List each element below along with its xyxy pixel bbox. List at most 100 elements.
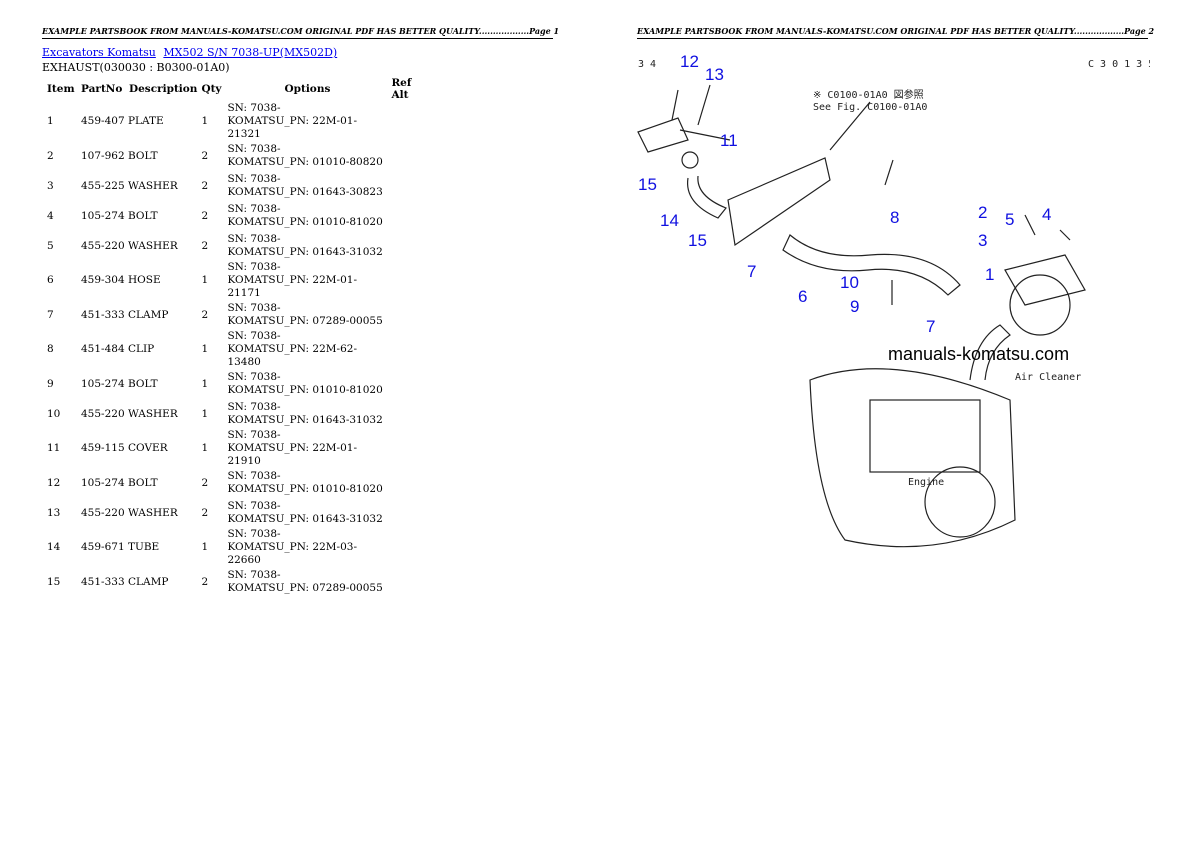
ref-alt bbox=[389, 231, 433, 261]
see-fig-jp: ※ C0100-01A0 図参照 bbox=[813, 88, 924, 101]
breadcrumb: Excavators Komatsu MX502 S/N 7038-UP(MX5… bbox=[42, 46, 341, 59]
callout-15: 15 bbox=[688, 231, 707, 250]
table-row: 8 451-484 CLIP 1 SN: 7038-KOMATSU_PN: 22… bbox=[45, 330, 433, 369]
quantity: 2 bbox=[201, 179, 209, 192]
item-number: 1 bbox=[47, 115, 54, 127]
part-cell: 451-333 CLAMP bbox=[79, 567, 199, 597]
serial-range: SN: 7038- bbox=[227, 173, 281, 185]
serial-range: SN: 7038- bbox=[227, 143, 281, 155]
breadcrumb-link-excavators[interactable]: Excavators Komatsu bbox=[42, 46, 156, 59]
part-number: 455-220 bbox=[81, 239, 125, 252]
item-number: 14 bbox=[47, 541, 61, 553]
description: PLATE bbox=[127, 115, 164, 127]
description: CLIP bbox=[127, 343, 155, 355]
air-cleaner-label: Air Cleaner bbox=[1015, 372, 1081, 383]
callout-8: 8 bbox=[890, 208, 899, 227]
table-row: 2 107-962 BOLT 2 SN: 7038-KOMATSU_PN: 01… bbox=[45, 141, 433, 171]
options: SN: 7038-KOMATSU_PN: 07289-00055 bbox=[225, 300, 389, 330]
quantity: 1 bbox=[201, 377, 209, 390]
part-cell: 459-304 HOSE bbox=[79, 261, 199, 300]
quantity: 1 bbox=[201, 115, 209, 127]
part-cell: 459-407 PLATE bbox=[79, 102, 199, 141]
callout-13: 13 bbox=[705, 65, 724, 84]
options: SN: 7038-KOMATSU_PN: 01010-80820 bbox=[225, 141, 389, 171]
quantity: 1 bbox=[201, 541, 209, 553]
quantity: 2 bbox=[201, 308, 209, 321]
item-number: 6 bbox=[47, 274, 54, 286]
quantity: 2 bbox=[201, 239, 209, 252]
diagram-parts bbox=[637, 84, 1086, 548]
part-number: 459-115 bbox=[81, 442, 125, 454]
table-row: 5 455-220 WASHER 2 SN: 7038-KOMATSU_PN: … bbox=[45, 231, 433, 261]
column-header: Options bbox=[284, 83, 331, 95]
description: WASHER bbox=[127, 239, 178, 252]
breadcrumb-link-model[interactable]: MX502 S/N 7038-UP(MX502D) bbox=[163, 46, 338, 59]
table-row: 10 455-220 WASHER 1 SN: 7038-KOMATSU_PN:… bbox=[45, 399, 433, 429]
komatsu-part-number: KOMATSU_PN: 01643-31032 bbox=[227, 513, 383, 525]
description: CLAMP bbox=[127, 575, 169, 588]
serial-range: SN: 7038- bbox=[227, 330, 281, 342]
part-cell: 451-484 CLIP bbox=[79, 330, 199, 369]
quantity: 2 bbox=[201, 575, 209, 588]
watermark: manuals-komatsu.com bbox=[888, 344, 1069, 364]
part-cell: 105-274 BOLT bbox=[79, 201, 199, 231]
options: SN: 7038-KOMATSU_PN: 01643-31032 bbox=[225, 399, 389, 429]
part-cell: 105-274 BOLT bbox=[79, 369, 199, 399]
table-row: 14 459-671 TUBE 1 SN: 7038-KOMATSU_PN: 2… bbox=[45, 528, 433, 567]
table-row: 12 105-274 BOLT 2 SN: 7038-KOMATSU_PN: 0… bbox=[45, 468, 433, 498]
item-number: 8 bbox=[47, 343, 54, 355]
table-row: 3 455-225 WASHER 2 SN: 7038-KOMATSU_PN: … bbox=[45, 171, 433, 201]
callout-9: 9 bbox=[850, 297, 859, 316]
quantity: 1 bbox=[201, 442, 209, 454]
options: SN: 7038-KOMATSU_PN: 22M-03-22660 bbox=[225, 528, 389, 567]
table-row: 4 105-274 BOLT 2 SN: 7038-KOMATSU_PN: 01… bbox=[45, 201, 433, 231]
serial-range: SN: 7038- bbox=[227, 302, 281, 314]
options: SN: 7038-KOMATSU_PN: 07289-00055 bbox=[225, 567, 389, 597]
ref-alt bbox=[389, 567, 433, 597]
table-row: 1 459-407 PLATE 1 SN: 7038-KOMATSU_PN: 2… bbox=[45, 102, 433, 141]
serial-range: SN: 7038- bbox=[227, 569, 281, 581]
description: WASHER bbox=[127, 407, 178, 420]
serial-range: SN: 7038- bbox=[227, 233, 281, 245]
quantity: 2 bbox=[201, 209, 209, 222]
serial-range: SN: 7038- bbox=[227, 102, 281, 114]
komatsu-part-number: KOMATSU_PN: 01643-31032 bbox=[227, 246, 383, 258]
description: BOLT bbox=[127, 377, 158, 390]
quantity: 2 bbox=[201, 506, 209, 519]
item-number: 5 bbox=[47, 239, 54, 252]
serial-range: SN: 7038- bbox=[227, 429, 281, 441]
options: SN: 7038-KOMATSU_PN: 01643-31032 bbox=[225, 498, 389, 528]
part-number: 451-333 bbox=[81, 575, 125, 588]
komatsu-part-number: KOMATSU_PN: 22M-01-21910 bbox=[227, 442, 357, 467]
part-cell: 451-333 CLAMP bbox=[79, 300, 199, 330]
komatsu-part-number: KOMATSU_PN: 01010-80820 bbox=[227, 156, 383, 168]
part-number: 107-962 bbox=[81, 149, 125, 162]
part-cell: 105-274 BOLT bbox=[79, 468, 199, 498]
callout-10: 10 bbox=[840, 273, 859, 292]
description: BOLT bbox=[127, 476, 158, 489]
description: BOLT bbox=[127, 209, 158, 222]
ref-alt bbox=[389, 102, 433, 141]
engine-label: Engine bbox=[908, 477, 944, 488]
section-title: EXHAUST(030030 : B0300-01A0) bbox=[42, 61, 230, 74]
part-cell: 459-115 COVER bbox=[79, 429, 199, 468]
komatsu-part-number: KOMATSU_PN: 22M-01-21321 bbox=[227, 115, 357, 140]
callout-14: 14 bbox=[660, 211, 679, 230]
callout-2: 2 bbox=[978, 203, 987, 222]
ref-alt bbox=[389, 171, 433, 201]
item-number: 9 bbox=[47, 377, 54, 390]
ref-alt bbox=[389, 498, 433, 528]
item-number: 11 bbox=[47, 442, 61, 454]
callout-7: 7 bbox=[747, 262, 756, 281]
ref-alt bbox=[389, 399, 433, 429]
callout-6: 6 bbox=[798, 287, 807, 306]
callout-12: 12 bbox=[680, 52, 699, 71]
part-number: 105-274 bbox=[81, 377, 125, 390]
quantity: 2 bbox=[201, 476, 209, 489]
komatsu-part-number: KOMATSU_PN: 22M-03-22660 bbox=[227, 541, 357, 566]
serial-range: SN: 7038- bbox=[227, 371, 281, 383]
item-number: 15 bbox=[47, 575, 61, 588]
ref-alt bbox=[389, 330, 433, 369]
table-row: 7 451-333 CLAMP 2 SN: 7038-KOMATSU_PN: 0… bbox=[45, 300, 433, 330]
